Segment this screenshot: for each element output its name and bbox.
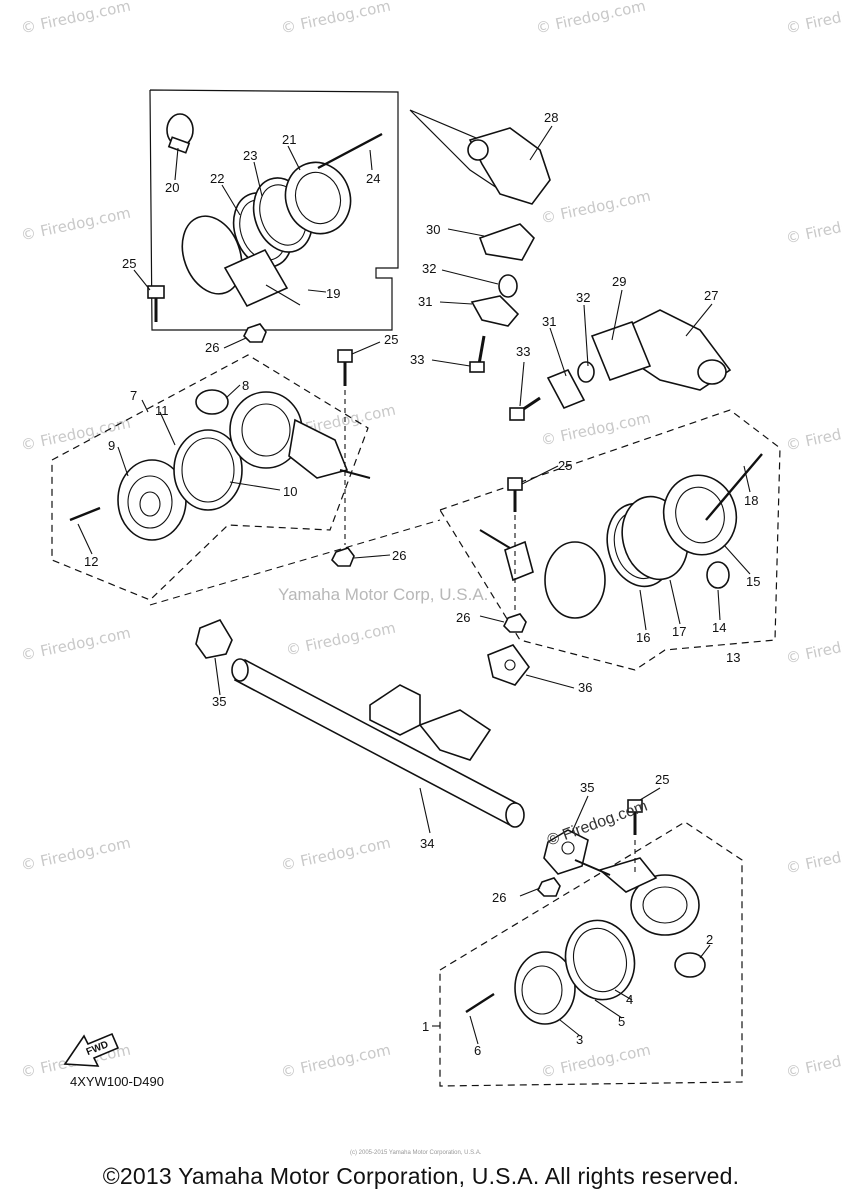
callout-31b: 31 — [542, 314, 556, 329]
callout-24: 24 — [366, 171, 380, 186]
callout-23: 23 — [243, 148, 257, 163]
diagram-code: 4XYW100-D490 — [70, 1074, 164, 1089]
callout-9: 9 — [108, 438, 115, 453]
bulb-icon — [166, 113, 194, 154]
callout-6: 6 — [474, 1043, 481, 1058]
callout-26d: 26 — [492, 890, 506, 905]
callout-5: 5 — [618, 1014, 625, 1029]
callout-28: 28 — [544, 110, 558, 125]
exploded-parts-diagram: FWD — [51, 89, 781, 1087]
bolt-icon — [337, 349, 353, 363]
callout-18: 18 — [744, 493, 758, 508]
bolt-icon — [147, 285, 165, 322]
center-watermark: Yamaha Motor Corp, U.S.A. — [278, 585, 489, 604]
callout-19: 19 — [326, 286, 340, 301]
bracket-assembly — [409, 109, 732, 421]
bracket-28 — [468, 127, 551, 205]
rear-right-signal-assembly — [439, 799, 743, 1087]
forward-arrow-icon: FWD — [63, 1032, 120, 1067]
callout-36: 36 — [578, 680, 592, 695]
nut-icon — [537, 877, 561, 897]
callout-33: 33 — [410, 352, 424, 367]
nut-icon — [331, 547, 355, 567]
callout-27: 27 — [704, 288, 718, 303]
callout-22: 22 — [210, 171, 224, 186]
nut-icon — [243, 323, 267, 343]
callout-13: 13 — [726, 650, 740, 665]
front-right-signal-assembly — [439, 409, 781, 671]
callout-26c: 26 — [456, 610, 470, 625]
callout-34: 34 — [420, 836, 434, 851]
rear-left-signal-assembly — [147, 89, 399, 343]
callout-15: 15 — [746, 574, 760, 589]
callout-10: 10 — [283, 484, 297, 499]
callout-17: 17 — [672, 624, 686, 639]
callout-14: 14 — [712, 620, 726, 635]
bolt-icon — [507, 477, 523, 491]
callout-35: 35 — [212, 694, 226, 709]
callout-32: 32 — [422, 261, 436, 276]
callout-32b: 32 — [576, 290, 590, 305]
callout-11: 11 — [155, 403, 169, 418]
callout-21: 21 — [282, 132, 296, 147]
callout-33b: 33 — [516, 344, 530, 359]
bulb-icon — [674, 952, 706, 978]
callout-7: 7 — [130, 388, 137, 403]
bracket-31 — [470, 295, 520, 327]
bulb-icon — [706, 561, 730, 589]
callout-2: 2 — [706, 932, 713, 947]
callout-labels: 28 21 23 22 24 20 25 19 26 30 32 31 33 2… — [84, 110, 760, 1058]
callout-25d: 25 — [655, 772, 669, 787]
callout-8: 8 — [242, 378, 249, 393]
signal-mount-bar — [149, 519, 589, 875]
callout-25: 25 — [122, 256, 136, 271]
copyright-footer: ©2013 Yamaha Motor Corporation, U.S.A. A… — [102, 1163, 740, 1189]
bulb-icon — [195, 389, 229, 415]
callout-1: 1 — [422, 1019, 429, 1034]
front-left-signal-assembly — [51, 349, 371, 601]
nut-icon — [503, 613, 527, 633]
callout-29: 29 — [612, 274, 626, 289]
callout-35b: 35 — [580, 780, 594, 795]
callout-16: 16 — [636, 630, 650, 645]
leader-lines — [77, 125, 751, 1045]
callout-31: 31 — [418, 294, 432, 309]
callout-26: 26 — [205, 340, 219, 355]
callout-30: 30 — [426, 222, 440, 237]
callout-4: 4 — [626, 992, 633, 1007]
callout-20: 20 — [165, 180, 179, 195]
fine-print: (c) 2005-2015 Yamaha Motor Corporation, … — [350, 1150, 482, 1156]
callout-3: 3 — [576, 1032, 583, 1047]
callout-25b: 25 — [384, 332, 398, 347]
assembly-box-19 — [149, 89, 399, 331]
callout-25c: 25 — [558, 458, 572, 473]
callout-12: 12 — [84, 554, 98, 569]
callout-26b: 26 — [392, 548, 406, 563]
